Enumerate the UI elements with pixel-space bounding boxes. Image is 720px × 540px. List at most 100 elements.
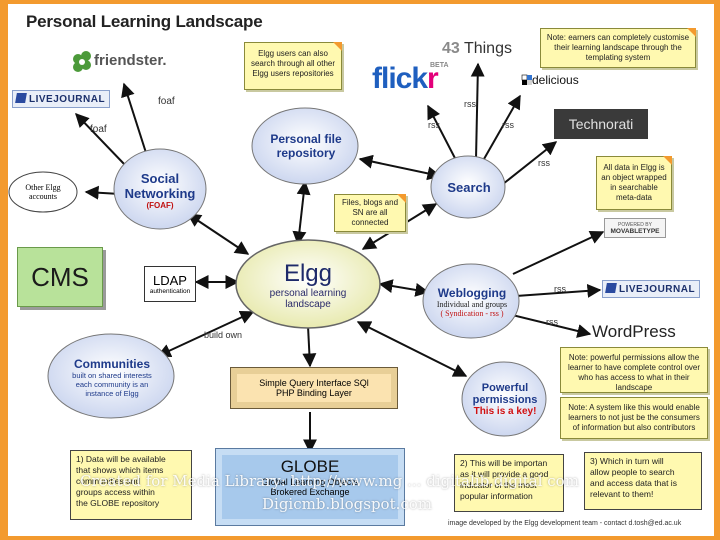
weblogging-sub1: Individual and groups — [436, 300, 508, 309]
43things-logo[interactable]: 43 Things — [442, 40, 512, 58]
technorati-text: Technorati — [568, 116, 634, 132]
friendster-flower-icon — [73, 51, 91, 72]
powerful-key: This is a key! — [473, 405, 537, 417]
bottom-note-3-l2: allow people to search — [590, 467, 675, 477]
watermark-line1: Created for Media Library: http://www.mg… — [80, 472, 579, 490]
label-rss-technorati: rss — [538, 158, 550, 168]
bottom-note-1-l5: the GLOBE repository — [76, 498, 160, 508]
elgg-hub-line2: landscape — [285, 299, 331, 310]
movable-type-text: MOVABLETYPE — [610, 227, 660, 235]
label-rss-wordpress: rss — [546, 317, 558, 327]
bottom-note-3: 3) Which in turn will allow people to se… — [584, 452, 702, 510]
personal-file-hub-shape — [251, 107, 359, 185]
powerful-hub-shape — [461, 361, 547, 437]
other-elgg-accounts[interactable]: Other Elgg accounts — [10, 176, 76, 208]
elgg-hub-line1: personal learning — [269, 288, 347, 299]
sql-line1: Simple Query Interface SQl — [259, 378, 369, 388]
wordpress-text: WordPress — [592, 322, 676, 341]
diagram-canvas: Personal Learning Landscape — [8, 4, 714, 536]
bottom-note-1: 1) Data will be available that shows whi… — [70, 450, 192, 520]
weblogging-sub2: ( Syndication - rss ) — [440, 309, 504, 318]
arrow-weblogging-wordpress — [507, 313, 592, 338]
communities-sub2: each community is an — [75, 379, 149, 389]
elgg-hub-shape — [235, 239, 381, 329]
elgg-hub[interactable]: Elgg personal learning landscape — [238, 244, 378, 326]
ldap-box[interactable]: LDAP authentication — [144, 266, 196, 302]
arrow-search-43things — [470, 62, 485, 160]
label-foaf-left: foaf — [90, 124, 107, 135]
43things-num: 43 — [442, 40, 460, 57]
friendster-logo[interactable]: friendster. — [94, 52, 167, 69]
label-rss-search-right: rss — [502, 120, 514, 130]
wordpress-logo[interactable]: WordPress — [592, 322, 676, 342]
43things-word: Things — [463, 40, 512, 57]
social-networking-hub[interactable]: Social Networking (FOAF) — [116, 156, 204, 224]
bottom-note-1-l2: that shows which items — [76, 465, 164, 475]
bottom-note-2-l4: popular information — [460, 491, 533, 501]
weblogging-hub[interactable]: Weblogging Individual and groups ( Syndi… — [422, 276, 522, 328]
communities-name: Communities — [73, 356, 150, 371]
bottom-note-1-l1: 1) Data will be available — [76, 454, 166, 464]
social-sub: (FOAF) — [146, 200, 174, 210]
arrow-search-technorati — [502, 141, 558, 185]
delicious-logo[interactable]: delicious — [532, 73, 579, 87]
note-files-blogs: Files, blogs and SN are all connected — [334, 194, 406, 232]
flickr-beta: BETA — [430, 62, 449, 69]
note-system: Note: A system like this would enable le… — [560, 397, 708, 439]
arrow-search-personal-file — [358, 154, 442, 181]
weblogging-hub-shape — [422, 263, 520, 339]
cms-box[interactable]: CMS — [17, 247, 103, 307]
diagram-title: Personal Learning Landscape — [26, 12, 263, 31]
label-build-own: build own — [204, 330, 243, 340]
globe-line2: Brokered Exchange — [270, 487, 350, 497]
livejournal-right-text: LIVEJOURNAL — [619, 284, 696, 295]
communities-sub1: built on shared interests — [72, 370, 152, 380]
delicious-text: delicious — [532, 73, 579, 87]
bottom-note-3-l4: relevant to them! — [590, 489, 654, 499]
powerful-line1: Powerful — [481, 381, 529, 394]
livejournal-logo-right[interactable]: LIVEJOURNAL — [602, 280, 701, 298]
label-rss-flickr: rss — [464, 99, 476, 109]
movable-type-logo[interactable]: POWERED BY MOVABLETYPE — [604, 218, 666, 238]
livejournal-pen-icon — [15, 93, 27, 103]
other-elgg-line1: Other Elgg — [25, 183, 61, 192]
globe-line1: Global Learning Objects — [261, 477, 359, 487]
search-hub-shape — [430, 155, 506, 219]
arrow-weblogging-movabletype — [512, 230, 605, 275]
elgg-hub-name: Elgg — [283, 260, 333, 287]
arrow-social-friendster — [121, 82, 149, 160]
note-permissions: Note: powerful permissions allow the lea… — [560, 347, 708, 393]
search-hub[interactable]: Search — [432, 172, 506, 202]
globe-label: GLOBE — [280, 457, 340, 476]
livejournal-logo-left[interactable]: LIVEJOURNAL — [12, 90, 111, 108]
ldap-sub: authentication — [149, 288, 191, 295]
arrow-elgg-sql — [302, 325, 317, 368]
note-learners-customise: Note: earners can completely customise t… — [540, 28, 696, 68]
arrow-search-flickr — [427, 104, 459, 165]
delicious-icon — [521, 74, 532, 85]
technorati-logo[interactable]: Technorati — [554, 109, 648, 139]
livejournal-pen-icon-right — [605, 283, 617, 293]
bottom-note-2: 2) This will be importan as it will prov… — [454, 454, 564, 512]
other-elgg-shape — [8, 171, 78, 213]
social-hub-shape — [113, 148, 207, 230]
bottom-note-2-l1: 2) This will be importan — [460, 458, 548, 468]
sql-box[interactable]: Simple Query Interface SQl PHP Binding L… — [230, 367, 398, 409]
powerful-permissions-hub[interactable]: Powerful permissions This is a key! — [464, 374, 546, 424]
label-foaf-top: foaf — [158, 96, 175, 107]
bottom-note-1-l3: communities and — [76, 476, 141, 486]
note-permissions-text: Note: powerful permissions allow the lea… — [567, 353, 701, 392]
arrow-elgg-personal-file — [292, 180, 311, 246]
flickr-logo[interactable]: flickr BETA — [372, 62, 449, 96]
personal-file-repository-hub[interactable]: Personal file repository — [258, 119, 354, 173]
communities-hub[interactable]: Communities built on shared interests ea… — [52, 348, 172, 406]
arrow-elgg-social — [186, 213, 250, 255]
arrow-social-livejournal — [75, 112, 127, 167]
flickr-text-a: flick — [372, 62, 428, 95]
communities-sub3: instance of Elgg — [85, 388, 139, 398]
cms-label: CMS — [31, 261, 89, 292]
globe-box[interactable]: GLOBE Global Learning Objects Brokered E… — [215, 448, 405, 526]
personal-file-line1: Personal file — [270, 132, 342, 146]
ldap-label: LDAP — [153, 273, 187, 288]
